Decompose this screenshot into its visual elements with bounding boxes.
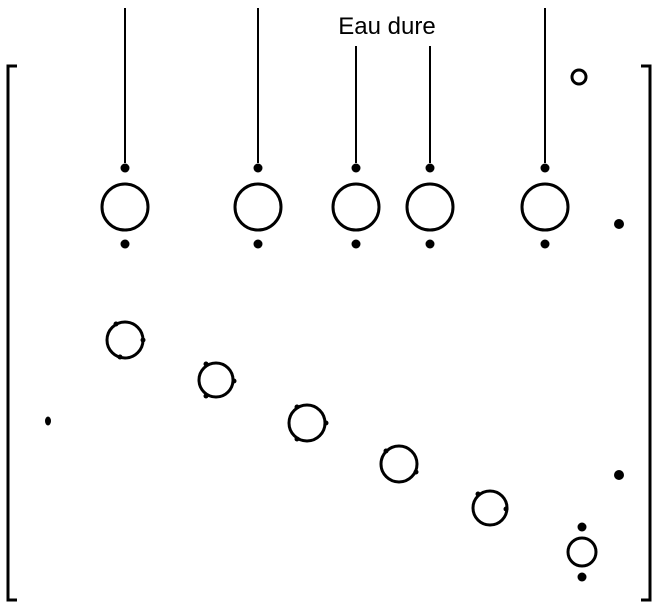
- molecule-ring: [105, 320, 145, 360]
- bottom-dot: [351, 239, 361, 249]
- molecule-ring: [379, 444, 419, 484]
- top-dot: [577, 522, 587, 532]
- top-molecule: [100, 8, 150, 249]
- bottom-dot: [120, 239, 130, 249]
- molecule-ring: [566, 536, 598, 568]
- molecule-ring: [233, 182, 283, 232]
- lone-dot: [614, 470, 624, 480]
- top-dot: [253, 163, 263, 173]
- attached-dot: [294, 404, 300, 410]
- bottom-dot: [253, 239, 263, 249]
- diagonal-molecule: [287, 403, 329, 443]
- diagonal-molecule: [379, 444, 419, 484]
- molecule-ring: [331, 182, 381, 232]
- top-row-molecules: [100, 8, 570, 249]
- diagonal-molecule: [471, 489, 509, 527]
- top-dot: [351, 163, 361, 173]
- attached-dot: [203, 361, 209, 367]
- attached-dot: [383, 448, 389, 454]
- lone-dot: [614, 219, 624, 229]
- attached-dot: [113, 321, 119, 327]
- top-molecule: [233, 8, 283, 249]
- left-bracket: [6, 64, 17, 602]
- attached-dot: [413, 469, 419, 475]
- attached-dot: [203, 393, 209, 399]
- diagonal-molecule: [105, 320, 146, 360]
- molecule-ring: [520, 182, 570, 232]
- top-dot: [425, 163, 435, 173]
- diagonal-row-molecules: [105, 320, 598, 582]
- bottom-dot: [425, 239, 435, 249]
- top-molecule: [405, 46, 455, 249]
- small-open-circle: [570, 68, 588, 86]
- molecule-ring: [405, 182, 455, 232]
- attached-dot: [231, 378, 237, 384]
- top-molecule: [520, 8, 570, 249]
- attached-dot: [503, 506, 509, 512]
- top-dot: [120, 163, 130, 173]
- attached-dot: [294, 436, 300, 442]
- molecule-ring: [287, 403, 327, 443]
- bottom-dot: [577, 572, 587, 582]
- attached-dot: [475, 491, 481, 497]
- diagonal-molecule: [197, 361, 237, 399]
- eau-dure-label: Eau dure: [338, 13, 435, 40]
- top-dot: [540, 163, 550, 173]
- bottom-dot: [540, 239, 550, 249]
- attached-dot: [140, 337, 146, 343]
- attached-dot: [323, 420, 329, 426]
- diagonal-molecule: [566, 522, 598, 582]
- molecule-ring: [197, 361, 235, 399]
- attached-dot: [117, 354, 123, 360]
- lone-dot: [45, 416, 51, 426]
- molecule-ring: [100, 182, 150, 232]
- top-molecule: [331, 46, 381, 249]
- right-bracket: [641, 64, 652, 602]
